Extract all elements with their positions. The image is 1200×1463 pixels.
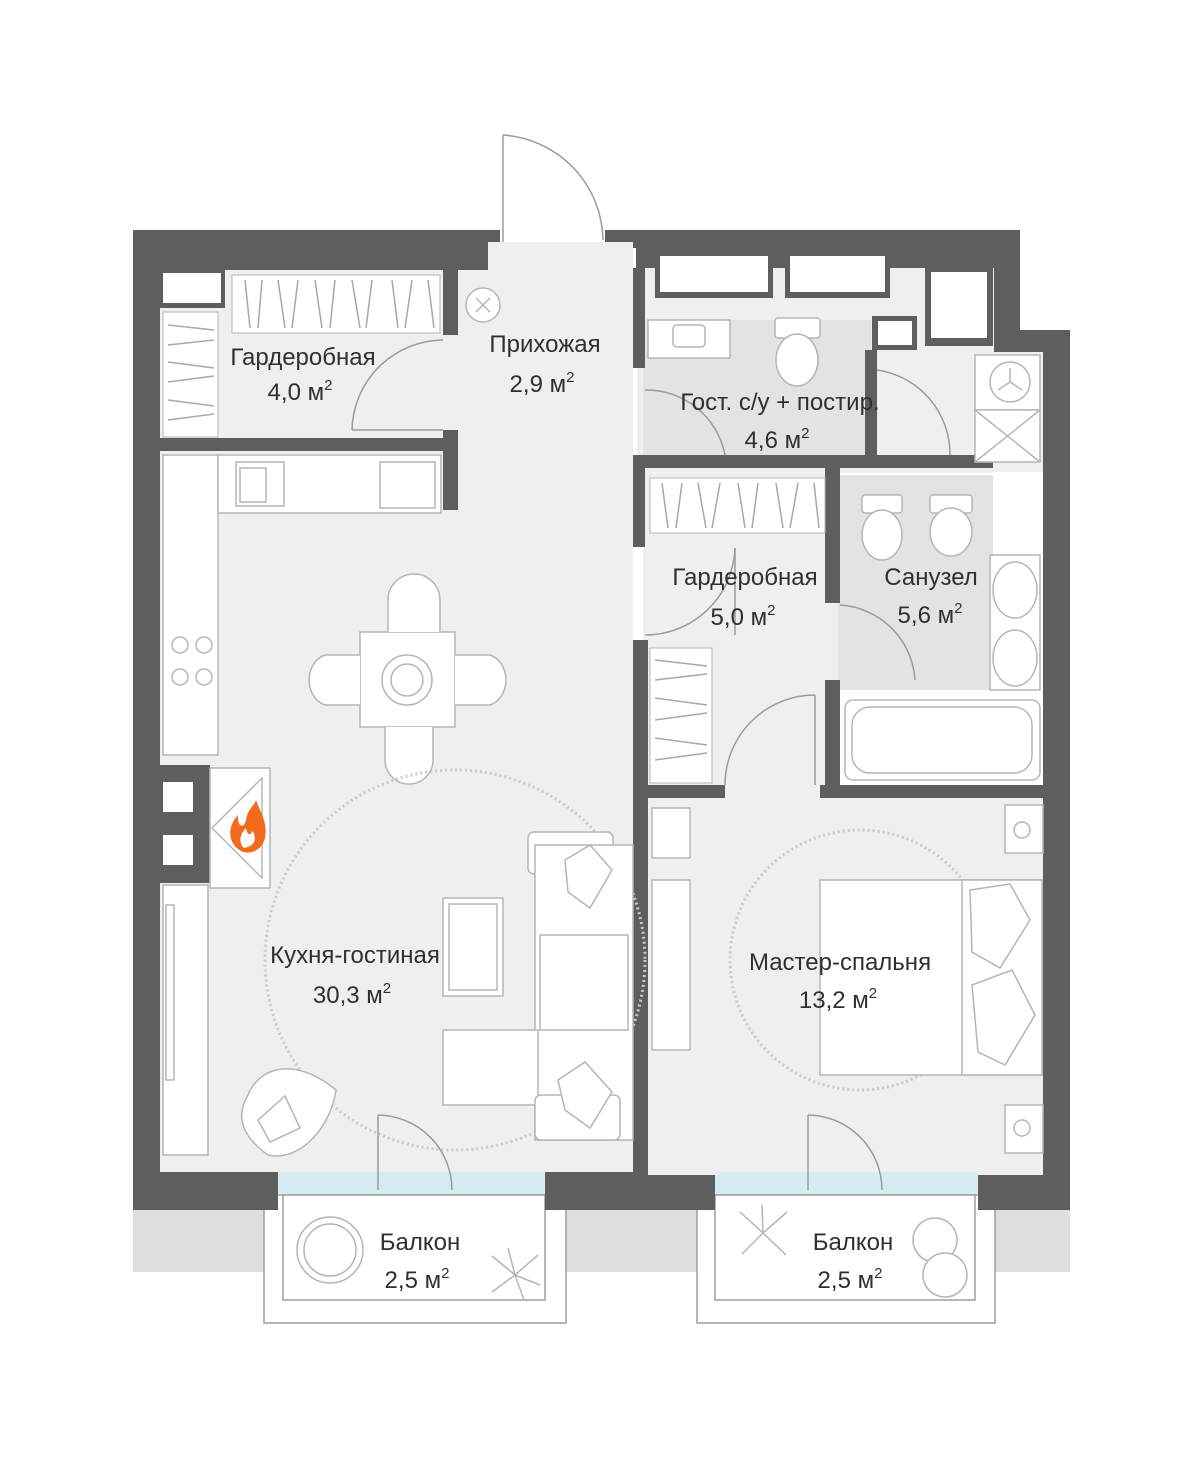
area-unit-sup: 2: [566, 369, 574, 386]
shafts: [163, 256, 987, 865]
room-name: Мастер-спальня: [749, 949, 931, 976]
room-area: 4,0: [268, 379, 301, 406]
area-unit: м: [550, 371, 567, 398]
wardrobe-shelving-2: [649, 477, 826, 784]
kitchen-fixtures: [162, 454, 442, 1156]
room-label-balcony-2: Балкон 2,5 м2: [813, 1229, 893, 1294]
washing-machine-icon: [974, 354, 1041, 463]
room-label-kitchen-living: Кухня-гостиная 30,3 м2: [270, 942, 440, 1009]
room-name: Гардеробная: [230, 344, 375, 371]
svg-text:13,2 м2: 13,2 м2: [799, 985, 877, 1014]
area-unit-sup: 2: [954, 600, 962, 617]
room-label-wardrobe-2: Гардеробная 5,0 м2: [672, 564, 817, 631]
svg-text:4,6 м2: 4,6 м2: [745, 425, 810, 454]
room-area: 30,3: [313, 982, 360, 1009]
area-unit: м: [858, 1267, 875, 1294]
entrance-door: [502, 134, 604, 242]
bedroom-furniture: [651, 804, 1044, 1154]
room-name: Балкон: [813, 1229, 893, 1256]
wardrobe-shelving-1: [162, 274, 441, 438]
svg-text:2,5 м2: 2,5 м2: [385, 1265, 450, 1294]
area-unit: м: [751, 604, 768, 631]
guest-wc-fixtures: [647, 317, 821, 387]
room-area: 2,5: [818, 1267, 851, 1294]
room-label-wardrobe-1: Гардеробная 4,0 м2: [230, 344, 375, 406]
svg-text:30,3 м2: 30,3 м2: [313, 980, 391, 1009]
area-unit: м: [308, 379, 325, 406]
balcony-decor: [296, 1204, 968, 1301]
area-unit: м: [425, 1267, 442, 1294]
room-area: 4,6: [745, 427, 778, 454]
svg-text:5,6 м2: 5,6 м2: [898, 600, 963, 629]
room-label-master-bedroom: Мастер-спальня 13,2 м2: [749, 949, 931, 1014]
area-unit: м: [938, 602, 955, 629]
room-area: 2,5: [385, 1267, 418, 1294]
svg-text:5,0 м2: 5,0 м2: [711, 602, 776, 631]
room-area: 5,6: [898, 602, 931, 629]
room-area: 13,2: [799, 987, 846, 1014]
room-name: Кухня-гостиная: [270, 942, 440, 969]
svg-text:4,0 м2: 4,0 м2: [268, 377, 333, 406]
windows: [278, 1172, 978, 1194]
area-unit-sup: 2: [767, 602, 775, 619]
area-unit-sup: 2: [869, 985, 877, 1002]
area-unit: м: [366, 982, 383, 1009]
living-furniture: [240, 768, 647, 1157]
interior-doors: [351, 339, 951, 1191]
area-unit: м: [852, 987, 869, 1014]
room-area: 2,9: [510, 371, 543, 398]
room-label-hallway: Прихожая 2,9 м2: [489, 331, 600, 398]
fireplace-flame-icon: [230, 800, 266, 853]
svg-text:2,5 м2: 2,5 м2: [818, 1265, 883, 1294]
room-name: Санузел: [884, 564, 978, 591]
area-unit-sup: 2: [324, 377, 332, 394]
bathroom-fixtures: [844, 494, 1041, 781]
dining-set: [308, 573, 507, 785]
room-label-bathroom: Санузел 5,6 м2: [884, 564, 978, 629]
svg-text:2,9 м2: 2,9 м2: [510, 369, 575, 398]
room-name: Прихожая: [489, 331, 600, 358]
area-unit: м: [785, 427, 802, 454]
area-unit-sup: 2: [801, 425, 809, 442]
ventilation-fan-icon: [465, 287, 501, 323]
room-name: Балкон: [380, 1229, 460, 1256]
area-unit-sup: 2: [441, 1265, 449, 1282]
area-unit-sup: 2: [874, 1265, 882, 1282]
room-label-guest-wc: Гост. с/у + постир. 4,6 м2: [680, 389, 879, 454]
area-unit-sup: 2: [383, 980, 391, 997]
room-name: Гардеробная: [672, 564, 817, 591]
room-area: 5,0: [711, 604, 744, 631]
room-name: Гост. с/у + постир.: [680, 389, 879, 416]
room-label-balcony-1: Балкон 2,5 м2: [380, 1229, 460, 1294]
